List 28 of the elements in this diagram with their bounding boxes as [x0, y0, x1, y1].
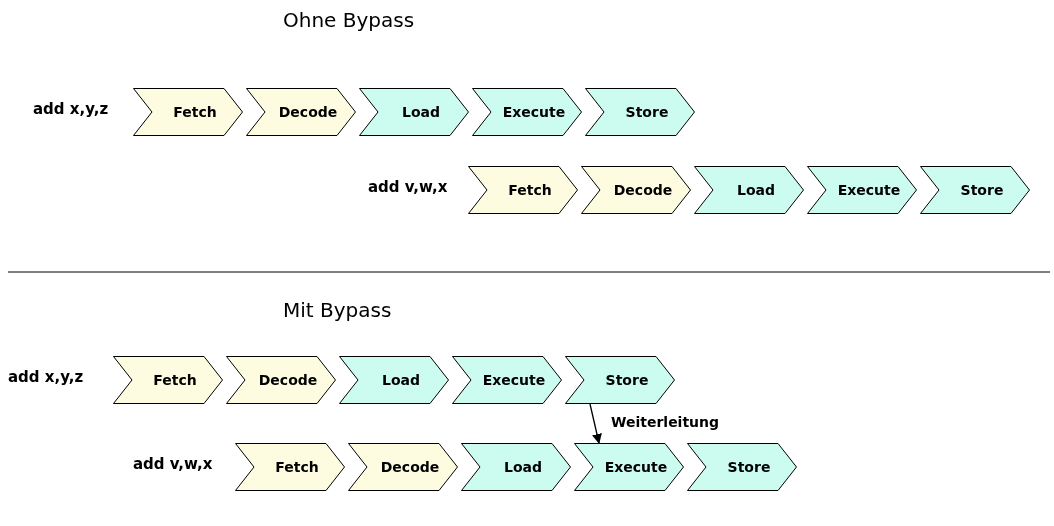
pipeline-stage: Execute [452, 356, 562, 404]
pipeline-stage: Store [687, 443, 797, 491]
edge-label: Weiterleitung [611, 413, 720, 430]
pipeline-stage: Load [694, 166, 804, 214]
pipeline-stage: Decode [246, 88, 356, 136]
pipeline-stage: Store [920, 166, 1030, 214]
pipeline-stage: Execute [472, 88, 582, 136]
pipeline-stage: Fetch [133, 88, 243, 136]
instruction-label: add v,w,x [368, 178, 448, 196]
pipeline-stage: Load [359, 88, 469, 136]
pipeline-stage: Load [461, 443, 571, 491]
pipeline-stage: Store [585, 88, 695, 136]
pipeline-stage: Decode [581, 166, 691, 214]
pipeline-stage: Fetch [468, 166, 578, 214]
instruction-label: add x,y,z [33, 100, 109, 118]
pipeline-stage: Fetch [235, 443, 345, 491]
instruction-label: add v,w,x [133, 455, 213, 473]
pipeline-stage: Fetch [113, 356, 223, 404]
arrow [589, 403, 602, 444]
pipeline-stage: Execute [574, 443, 684, 491]
pipeline-stage: Store [565, 356, 675, 404]
section-title: Mit Bypass [283, 298, 392, 322]
pipeline-stage: Decode [348, 443, 458, 491]
pipeline-stage: Load [339, 356, 449, 404]
pipeline-stage: Execute [807, 166, 917, 214]
pipeline-stage: Decode [226, 356, 336, 404]
section-title: Ohne Bypass [283, 8, 415, 32]
instruction-label: add x,y,z [8, 368, 84, 386]
